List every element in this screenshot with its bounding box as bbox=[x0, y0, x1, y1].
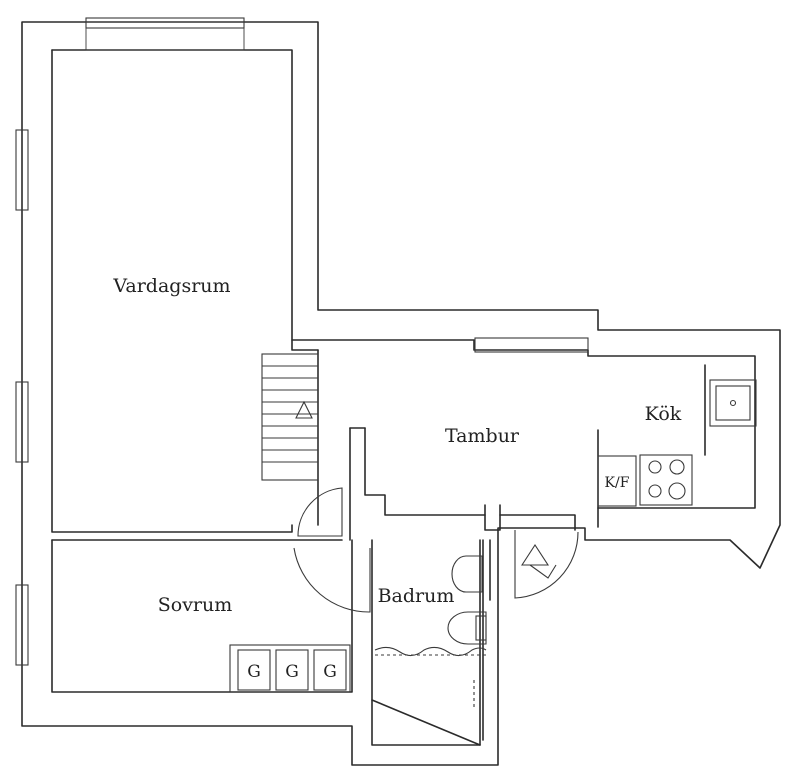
hall-door-swing bbox=[514, 530, 579, 599]
room-label-living: Vardagsrum bbox=[112, 275, 230, 297]
wardrobe-2 bbox=[275, 649, 309, 691]
stair-arrow-icon bbox=[295, 400, 313, 419]
stove-icon bbox=[639, 454, 693, 506]
wardrobes bbox=[229, 644, 351, 693]
window-hall bbox=[474, 337, 589, 353]
washbasin-icon bbox=[451, 555, 483, 593]
wardrobe-label-1: G bbox=[247, 662, 261, 682]
room-label-kitchen: Kök bbox=[645, 403, 682, 425]
wardrobe-label-3: G bbox=[323, 662, 337, 682]
living-door-swing bbox=[297, 487, 343, 537]
window-left-1 bbox=[15, 129, 29, 211]
entrance-arrow-icon bbox=[520, 543, 557, 579]
toilet-icon bbox=[447, 611, 487, 645]
bedroom-door-swing bbox=[293, 547, 371, 613]
shower-curtain bbox=[374, 646, 487, 657]
wardrobe-3 bbox=[313, 649, 347, 691]
window-top bbox=[85, 17, 245, 29]
kitchen-fixtures bbox=[597, 379, 757, 507]
doors bbox=[293, 487, 579, 613]
sink-icon bbox=[709, 379, 757, 427]
room-label-hall: Tambur bbox=[445, 425, 520, 447]
window-left-3 bbox=[15, 584, 29, 666]
wardrobe-1 bbox=[237, 649, 271, 691]
wardrobe-label-2: G bbox=[285, 662, 299, 682]
windows bbox=[15, 17, 589, 666]
staircase bbox=[261, 353, 319, 481]
fridge-freezer bbox=[597, 455, 637, 507]
outer-walls bbox=[21, 21, 781, 766]
fridge-freezer-label: K/F bbox=[605, 475, 630, 491]
window-left-2 bbox=[15, 381, 29, 463]
room-label-bathroom: Badrum bbox=[378, 585, 455, 607]
room-label-bedroom: Sovrum bbox=[158, 594, 233, 616]
bathroom-fixtures bbox=[374, 555, 487, 710]
